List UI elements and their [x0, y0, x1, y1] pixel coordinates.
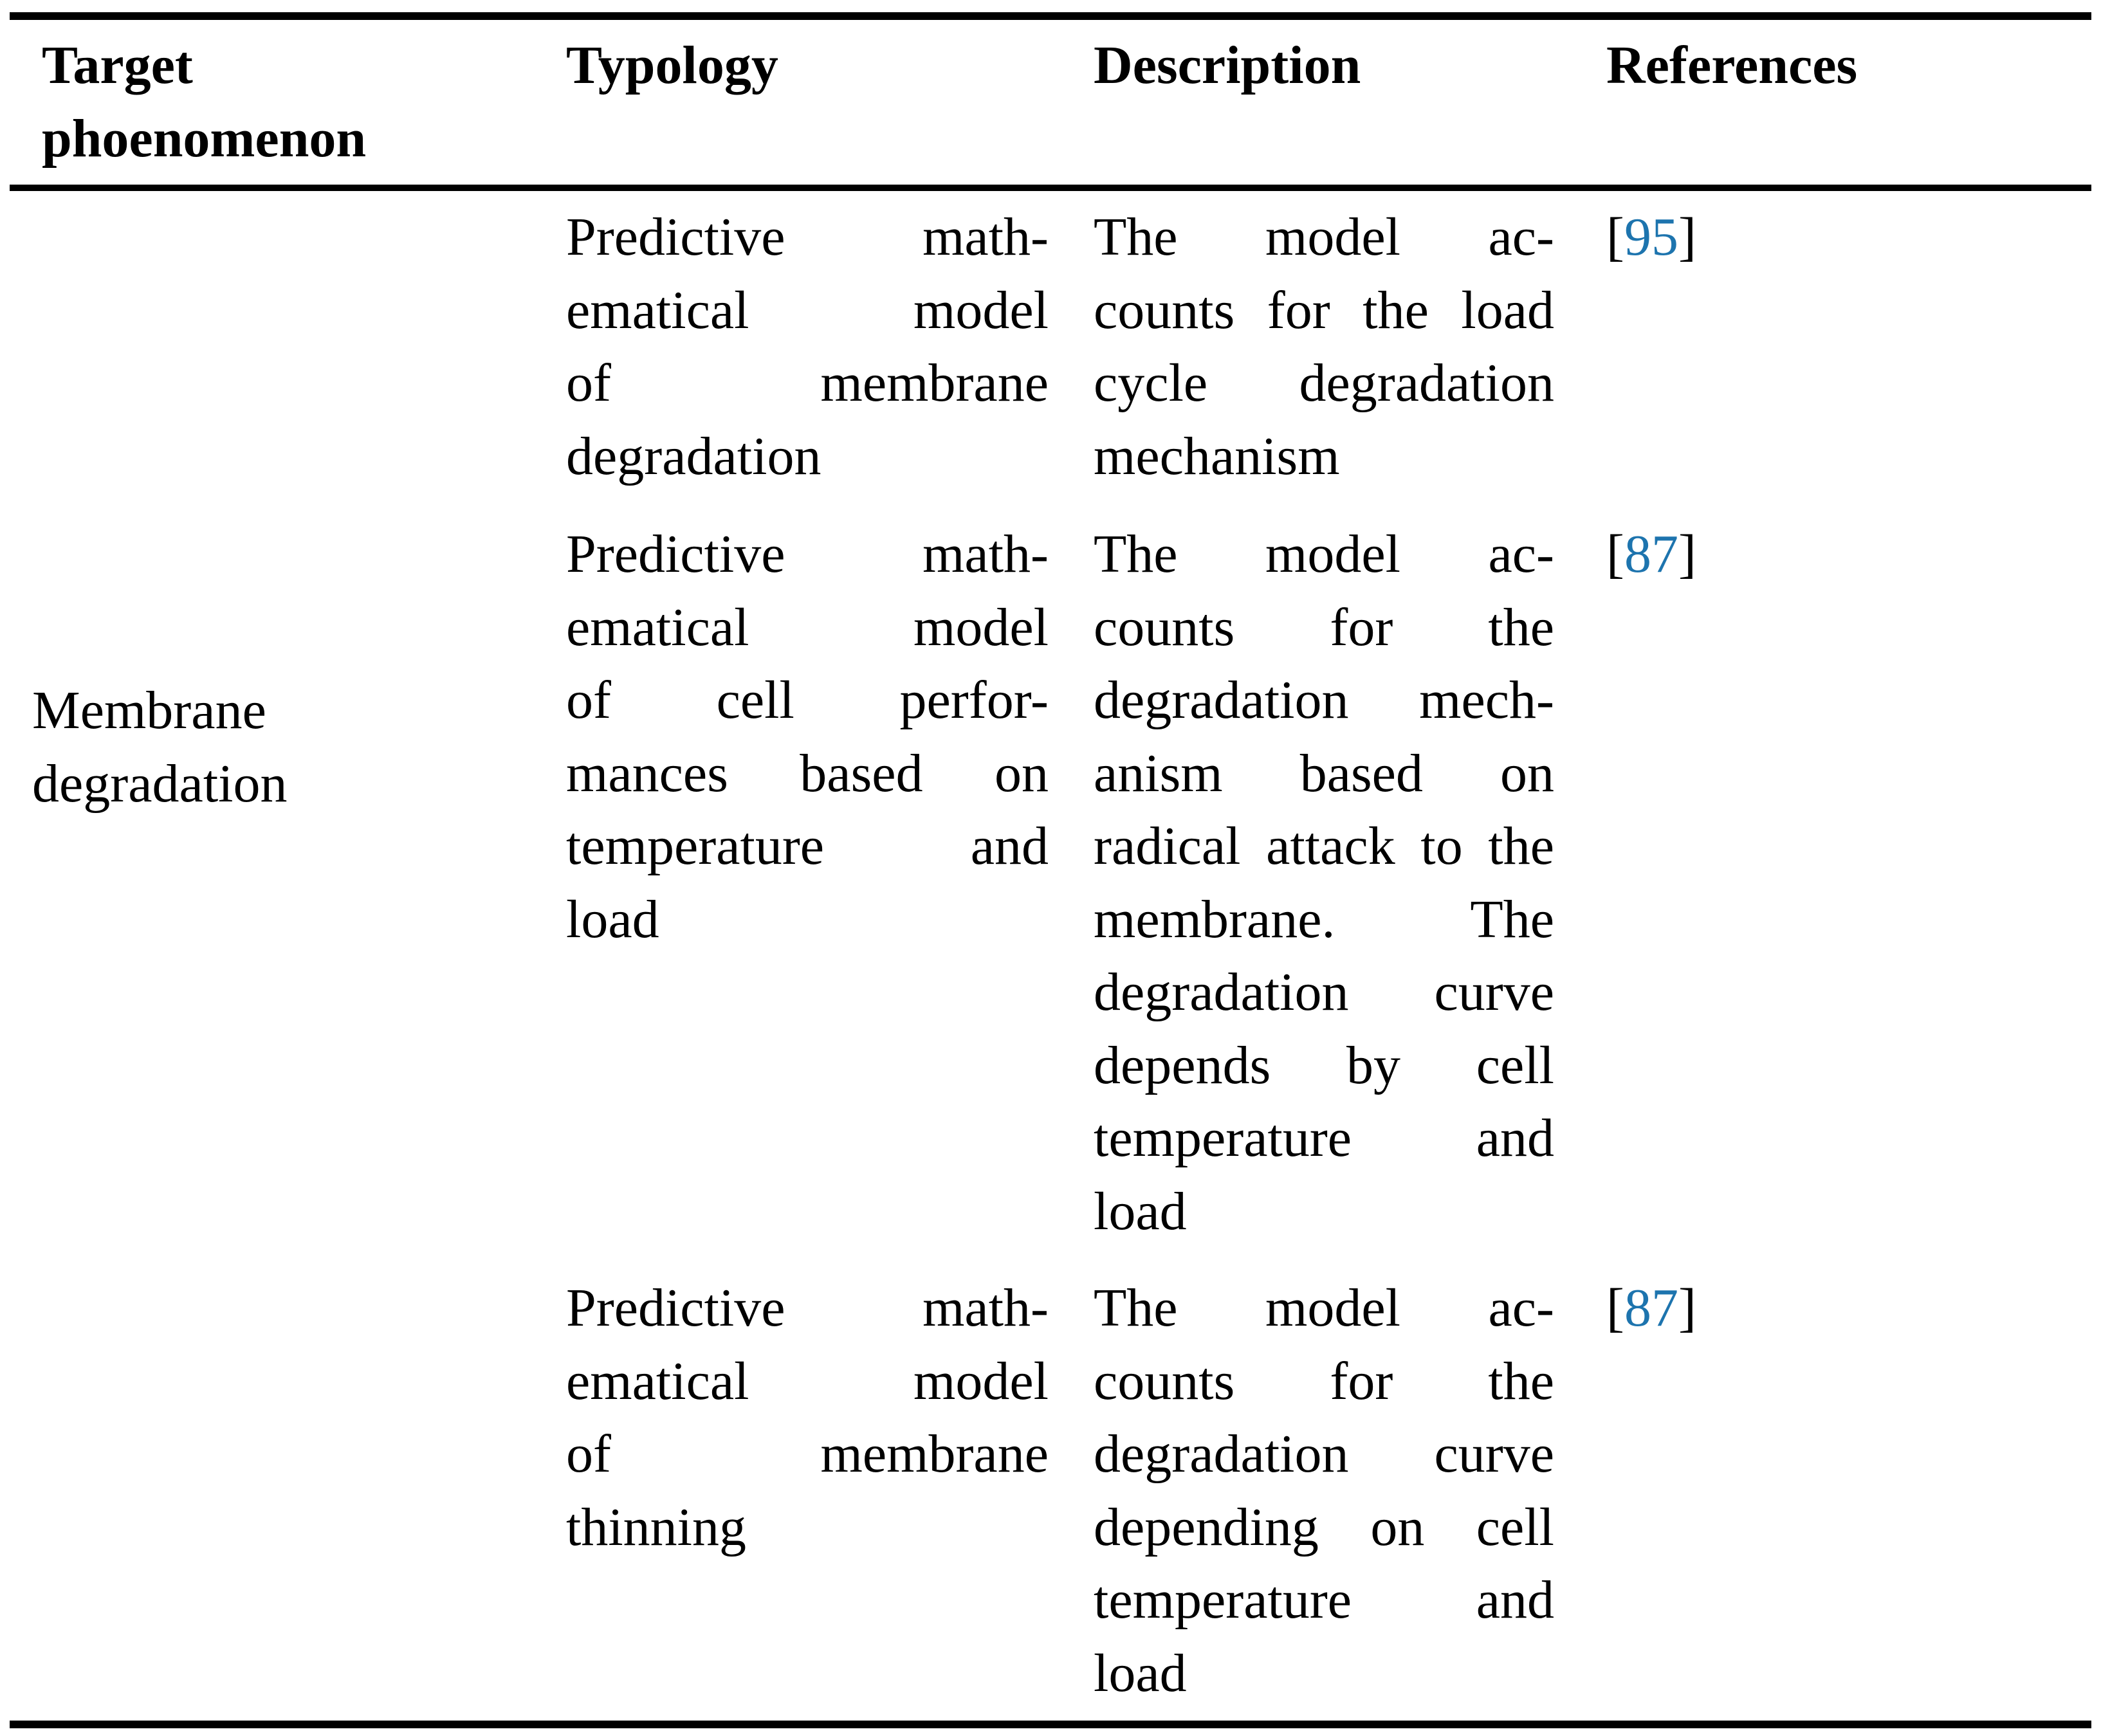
citation-bracket-open: [: [1606, 524, 1624, 584]
text-line: load: [1094, 1181, 1187, 1241]
text-line: Target: [42, 35, 193, 95]
citation-link[interactable]: 87: [1624, 1278, 1678, 1338]
column-header-typology: Typology: [566, 29, 1049, 102]
text-line: The model ac-: [1094, 524, 1554, 584]
column-header-target-phoenomenon: Target phoenomenon: [42, 29, 441, 175]
citation-bracket-close: ]: [1678, 207, 1696, 267]
text-line: ematical model: [566, 280, 1049, 340]
text-line: Predictive math-: [566, 524, 1049, 584]
text-line: radical attack to the: [1094, 816, 1554, 876]
text-line: degradation mech-: [1094, 670, 1554, 730]
text-line: of membrane: [566, 353, 1049, 413]
text-line: degradation: [32, 753, 288, 814]
table-bottom-rule: [10, 1721, 2091, 1728]
text-line: The model ac-: [1094, 207, 1554, 267]
text-line: ematical model: [566, 597, 1049, 657]
text-line: counts for the: [1094, 1351, 1554, 1411]
text-line: mechanism: [1094, 426, 1340, 486]
column-header-label: Typology: [566, 35, 778, 95]
text-line: cycle degradation: [1094, 353, 1554, 413]
text-line: load: [566, 889, 659, 949]
text-line: Predictive math-: [566, 207, 1049, 267]
text-line: anism based on: [1094, 743, 1554, 803]
citation-bracket-open: [: [1606, 207, 1624, 267]
target-phenomenon-label: Membrane degradation: [32, 674, 288, 820]
typology-cell-row-1: Predictive math-ematical model of membran…: [566, 201, 1049, 493]
text-line: depending on cell: [1094, 1497, 1554, 1557]
column-header-description: Description: [1094, 29, 1554, 102]
text-line: degradation: [566, 426, 821, 486]
table-top-rule: [10, 12, 2091, 20]
text-line: degradation curve: [1094, 1424, 1554, 1484]
reference-cell-row-2: [87]: [1606, 518, 1812, 591]
text-line: Predictive math-: [566, 1278, 1049, 1338]
text-line: of cell perfor-: [566, 670, 1049, 730]
citation-bracket-open: [: [1606, 1278, 1624, 1338]
text-line: temperature and: [1094, 1108, 1554, 1168]
text-line: membrane. The: [1094, 889, 1554, 949]
citation-link[interactable]: 95: [1624, 207, 1678, 267]
text-line: counts for the: [1094, 597, 1554, 657]
text-line: load: [1094, 1643, 1187, 1703]
typology-cell-row-3: Predictive math-ematical model of membran…: [566, 1272, 1049, 1564]
text-line: temperature and: [566, 816, 1049, 876]
text-line: Membrane: [32, 681, 266, 740]
column-header-references: References: [1606, 29, 1858, 102]
text-line: mances based on: [566, 743, 1049, 803]
text-line: ematical model: [566, 1351, 1049, 1411]
description-cell-row-3: The model ac-counts for the degradation c…: [1094, 1272, 1554, 1710]
column-header-label: References: [1606, 35, 1858, 95]
column-header-label: Description: [1094, 35, 1361, 95]
text-line: of membrane: [566, 1424, 1049, 1484]
reference-cell-row-3: [87]: [1606, 1272, 1812, 1345]
typology-cell-row-2: Predictive math-ematical model of cell pe…: [566, 518, 1049, 956]
table-header-rule: [10, 185, 2091, 191]
text-line: The model ac-: [1094, 1278, 1554, 1338]
citation-link[interactable]: 87: [1624, 524, 1678, 584]
text-line: counts for the load: [1094, 280, 1554, 340]
text-line: phoenomenon: [42, 108, 367, 169]
description-cell-row-1: The model ac-counts for the load cycle de…: [1094, 201, 1554, 493]
text-line: temperature and: [1094, 1570, 1554, 1630]
reference-cell-row-1: [95]: [1606, 201, 1812, 274]
citation-bracket-close: ]: [1678, 1278, 1696, 1338]
description-cell-row-2: The model ac-counts for the degradation m…: [1094, 518, 1554, 1248]
text-line: degradation curve: [1094, 962, 1554, 1022]
citation-bracket-close: ]: [1678, 524, 1696, 584]
text-line: depends by cell: [1094, 1035, 1554, 1095]
text-line: thinning: [566, 1497, 747, 1557]
